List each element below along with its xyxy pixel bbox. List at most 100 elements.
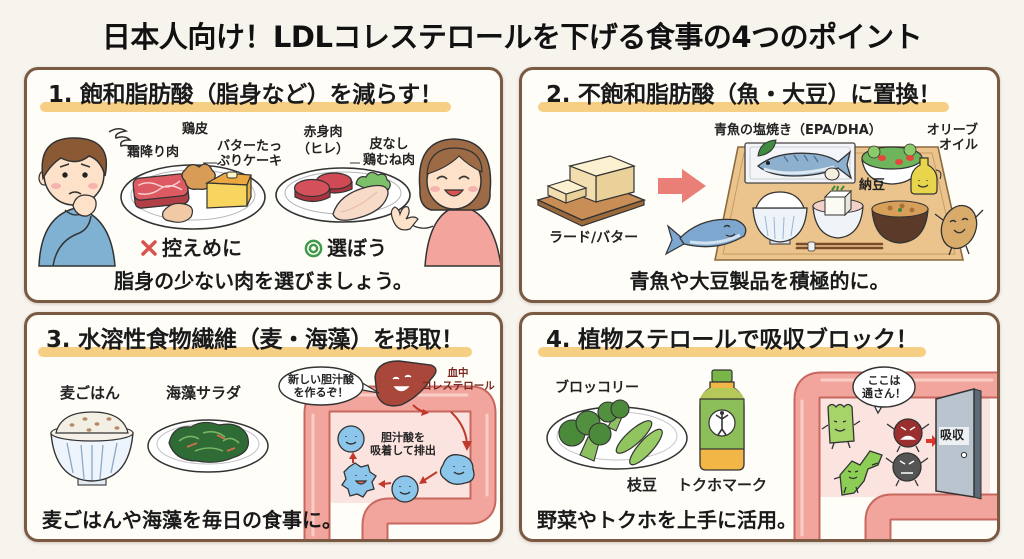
flow-arrows — [349, 404, 472, 488]
seaweed — [168, 421, 250, 463]
choose-label: 選ぼう — [327, 236, 387, 260]
label-tokuho-mark: トクホマーク — [677, 476, 768, 494]
absorption-door — [935, 388, 982, 500]
fillet-front-top — [293, 178, 331, 198]
card-heading: 3. 水溶性食物繊維（麦・海藻）を摂取！ — [38, 325, 472, 359]
plant-sterol-characters — [821, 403, 883, 496]
label-bile-absorb: 胆汁酸を 吸着して排出 — [365, 431, 441, 457]
woman-hand — [390, 206, 419, 231]
speech-line: を作るぞ！ — [293, 386, 349, 399]
grain — [114, 426, 120, 430]
label-broccoli: ブロッコリー — [555, 380, 639, 396]
fatty-foods-plate — [120, 162, 266, 230]
oil-bottle-body — [910, 157, 938, 195]
chicken-breast-line — [340, 191, 378, 213]
card-saturated-fat: 1. 飽和脂肪酸（脂身など）を減らす！ 鶏皮 霜降り肉 バターたっ ぷりケーキ … — [24, 67, 503, 303]
seaweed-strands — [178, 430, 240, 452]
page-title: 日本人向け！LDLコレステロールを下げる食事の4つのポイント — [101, 20, 923, 54]
label-grilled-fish: 青魚の塩焼き（EPA/DHA） — [714, 123, 882, 138]
man-mouth — [68, 191, 82, 195]
leaf-garnish — [757, 139, 777, 157]
label-line: ぷりケーキ — [217, 154, 283, 169]
slice-top — [546, 179, 588, 195]
tofu-front — [824, 196, 846, 216]
butter-pat — [226, 171, 238, 179]
double-circle-icon — [304, 239, 323, 257]
label-line: 皮なし — [369, 137, 409, 152]
arrow-cholesterol-down — [450, 411, 468, 444]
fried-chicken-skin — [162, 202, 194, 223]
fiber-blob-wavy — [439, 454, 475, 485]
label-marbled-meat: 霜降り肉 — [127, 145, 180, 160]
sterol-character-celery — [827, 403, 855, 444]
grain — [94, 422, 100, 426]
cholesterol-angry-face — [900, 426, 916, 440]
vegetable-plate — [546, 399, 688, 470]
tokuho-drink-bottle — [699, 369, 745, 471]
chopsticks — [795, 241, 884, 252]
lettuce-leaf — [903, 143, 917, 157]
label-line: オリーブ — [926, 123, 978, 138]
tomato — [895, 159, 903, 165]
marbled-beef — [132, 173, 190, 209]
label-line: （ヒレ） — [297, 142, 350, 157]
label-butter-cake: バターたっ ぷりケーキ — [217, 139, 282, 169]
woman-bangs — [426, 147, 483, 175]
japanese-meal-tray — [714, 139, 964, 261]
cholesterol-limbs — [885, 457, 929, 487]
label-seaweed-salad: 海藻サラダ — [166, 384, 242, 402]
card-1-illustration — [38, 128, 500, 267]
oil-bottle-face — [917, 180, 929, 188]
label-olive-oil: オリーブ オイル — [922, 123, 978, 153]
cholesterol-limbs — [886, 423, 930, 453]
barley-rice — [55, 411, 129, 434]
sterol-character-zigzag — [839, 450, 883, 496]
worried-man — [38, 128, 133, 267]
fish-eye — [766, 161, 770, 165]
sterol-face — [833, 420, 847, 432]
card-heading: 1. 飽和脂肪酸（脂身など）を減らす！ — [40, 80, 451, 114]
card-footer: 脂身の少ない肉を選びましょう。 — [114, 269, 413, 293]
liver — [374, 360, 437, 407]
label-lard-butter: ラード/バター — [549, 230, 639, 246]
man-hand — [72, 194, 97, 217]
woman-blush-right — [468, 186, 478, 192]
speech-line: 新しい胆汁酸 — [288, 373, 354, 386]
fiber-blob — [391, 475, 419, 503]
bottle-shoulder — [700, 388, 744, 400]
label-barley-rice: 麦ごはん — [60, 384, 121, 402]
fiber-blob-face — [399, 486, 411, 495]
card-heading: 2. 不飽和脂肪酸（魚・大豆）に置換！ — [538, 80, 950, 114]
fillet-front — [293, 178, 331, 203]
man-arm — [52, 215, 92, 267]
grain — [106, 417, 112, 421]
card-4-illustration — [546, 366, 997, 539]
man-eye-left — [62, 172, 68, 178]
tokuho-figure — [715, 414, 729, 436]
card-3-illustration — [50, 360, 497, 539]
smiling-woman — [390, 138, 500, 267]
butter-top — [568, 155, 636, 177]
card-2-illustration — [535, 139, 984, 261]
arrowhead — [462, 441, 472, 451]
worry-swirl-icon — [108, 128, 133, 149]
liver-speech-text: 新しい胆汁酸 を作るぞ！ — [279, 373, 363, 399]
man-shirt — [38, 207, 116, 267]
cholesterol-red — [893, 418, 923, 448]
label-line: 吸着して排出 — [370, 444, 436, 457]
arrowhead — [421, 409, 429, 416]
speech-bubble — [852, 366, 916, 408]
card-footer: 青魚や大豆製品を積極的に。 — [629, 269, 890, 293]
label-line: バターたっ — [217, 139, 283, 154]
sterol-limbs — [833, 462, 879, 494]
white-rice — [755, 191, 805, 209]
fiber-blobs — [337, 425, 475, 503]
fiber-blob — [337, 425, 365, 453]
lettuce-leaf — [867, 145, 881, 159]
fish-belly — [763, 165, 835, 175]
lean-meat-plate — [275, 162, 411, 223]
label-natto: 納豆 — [859, 178, 886, 193]
woman-shirt — [424, 205, 500, 267]
blocked-arrow-icon — [926, 435, 938, 447]
oil-bottle-handle — [935, 169, 942, 180]
